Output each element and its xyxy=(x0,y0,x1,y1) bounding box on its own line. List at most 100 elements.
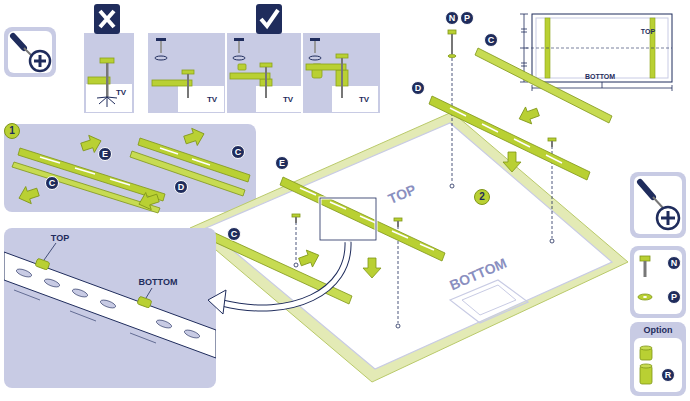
zoom-arrow xyxy=(222,242,348,308)
screwdriver-icon xyxy=(667,211,670,225)
zoom-arrow xyxy=(208,290,226,314)
hardware-panel xyxy=(643,296,647,298)
move-arrow xyxy=(136,189,161,212)
screw-detail xyxy=(187,74,189,98)
callout-text: C xyxy=(488,36,495,45)
screw-long-spacer-detail xyxy=(336,54,348,58)
callout-letter: C xyxy=(227,227,241,241)
bolt-head xyxy=(548,138,556,141)
position-inset xyxy=(520,14,672,91)
callout-text: N xyxy=(449,14,456,23)
callout-letter: C xyxy=(231,145,245,159)
mount-rail xyxy=(300,188,434,250)
step-number: 2 xyxy=(474,189,490,205)
zoom-inset xyxy=(44,243,56,260)
part-label: TV xyxy=(283,96,293,104)
bolt xyxy=(452,58,453,183)
screw-spacer-detail xyxy=(256,86,302,112)
zoom-inset xyxy=(146,288,152,298)
zoom-arrow xyxy=(222,242,348,308)
screwdriver-icon xyxy=(8,31,52,73)
option-panel xyxy=(630,322,686,396)
option-panel xyxy=(640,346,652,350)
bolt-head xyxy=(551,141,553,147)
callout-text: C xyxy=(49,179,56,188)
bolt-head xyxy=(394,218,402,221)
screw-spacer-detail xyxy=(238,64,246,70)
screwdriver-icon xyxy=(630,172,686,238)
wrong-panel xyxy=(100,58,114,63)
move-arrow xyxy=(516,104,541,128)
hardware-panel xyxy=(638,294,652,300)
bolt xyxy=(450,184,454,188)
callout-letter: E xyxy=(275,156,289,170)
callout-letter: D xyxy=(174,180,188,194)
tv-back xyxy=(190,112,628,382)
move-arrow xyxy=(182,125,207,148)
tv-back xyxy=(462,285,516,315)
move-arrow xyxy=(297,247,322,271)
callout-letter: D xyxy=(411,81,425,95)
screw-long-spacer-detail xyxy=(306,38,378,112)
zoom-frame xyxy=(320,198,376,240)
step-one-panel xyxy=(4,124,256,212)
bolt xyxy=(396,324,400,328)
part-label: TOP xyxy=(51,234,69,243)
hardware-panel xyxy=(640,256,650,261)
screwdriver-icon xyxy=(640,182,653,197)
screw-spacer-detail xyxy=(230,73,270,79)
mount-rail xyxy=(450,108,562,163)
zoom-inset xyxy=(155,318,172,329)
wrong-panel xyxy=(97,97,117,107)
mount-rail xyxy=(210,48,612,304)
screwdriver-icon xyxy=(4,27,56,77)
zoom-inset xyxy=(4,228,216,388)
wrong-panel xyxy=(94,4,120,34)
option-panel xyxy=(634,338,682,392)
correct-panel xyxy=(225,33,227,113)
step-one-panel xyxy=(160,148,210,165)
bolt-head xyxy=(295,217,297,223)
bolt-head xyxy=(397,221,399,227)
bolt-head xyxy=(292,214,300,217)
zoom-inset xyxy=(4,252,216,358)
step-one-panel xyxy=(4,124,256,213)
move-arrow xyxy=(503,152,521,172)
part-label: Option xyxy=(644,326,673,335)
screw-spacer-detail xyxy=(265,67,267,98)
wrong-panel xyxy=(86,84,132,112)
correct-panel xyxy=(256,4,282,34)
screw-detail xyxy=(182,70,194,74)
move-arrow xyxy=(16,183,41,206)
part-label: TV xyxy=(116,89,126,97)
hardware-panel xyxy=(630,246,686,318)
callout-text: C xyxy=(231,230,238,239)
screwdriver-icon xyxy=(39,55,42,67)
zoom-inset xyxy=(4,252,216,358)
screwdriver-icon xyxy=(653,197,663,208)
screw-long-spacer-detail xyxy=(341,58,343,98)
wrong-panel xyxy=(100,11,114,27)
position-inset xyxy=(521,29,527,66)
screw-long-spacer-detail xyxy=(310,38,320,41)
callout-text: 2 xyxy=(479,192,485,202)
step-one-panel xyxy=(12,162,160,213)
zoom-inset xyxy=(99,298,116,309)
zoom-inset xyxy=(71,287,88,298)
part-label: TV xyxy=(359,96,369,104)
zoom-inset xyxy=(15,267,32,278)
screw-spacer-detail xyxy=(238,41,240,53)
position-inset xyxy=(526,48,672,49)
callout-text: P xyxy=(671,293,677,302)
zoom-frame xyxy=(320,198,376,240)
callout-letter: N xyxy=(667,256,681,270)
part-label: BOTTOM xyxy=(139,278,178,287)
screwdriver-icon xyxy=(4,27,56,77)
callout-letter: C xyxy=(45,176,59,190)
option-panel xyxy=(630,322,686,396)
screwdriver-icon xyxy=(13,36,24,48)
screw-detail xyxy=(178,86,224,112)
screw-spacer-detail xyxy=(233,56,245,60)
wrong-panel xyxy=(84,4,134,113)
